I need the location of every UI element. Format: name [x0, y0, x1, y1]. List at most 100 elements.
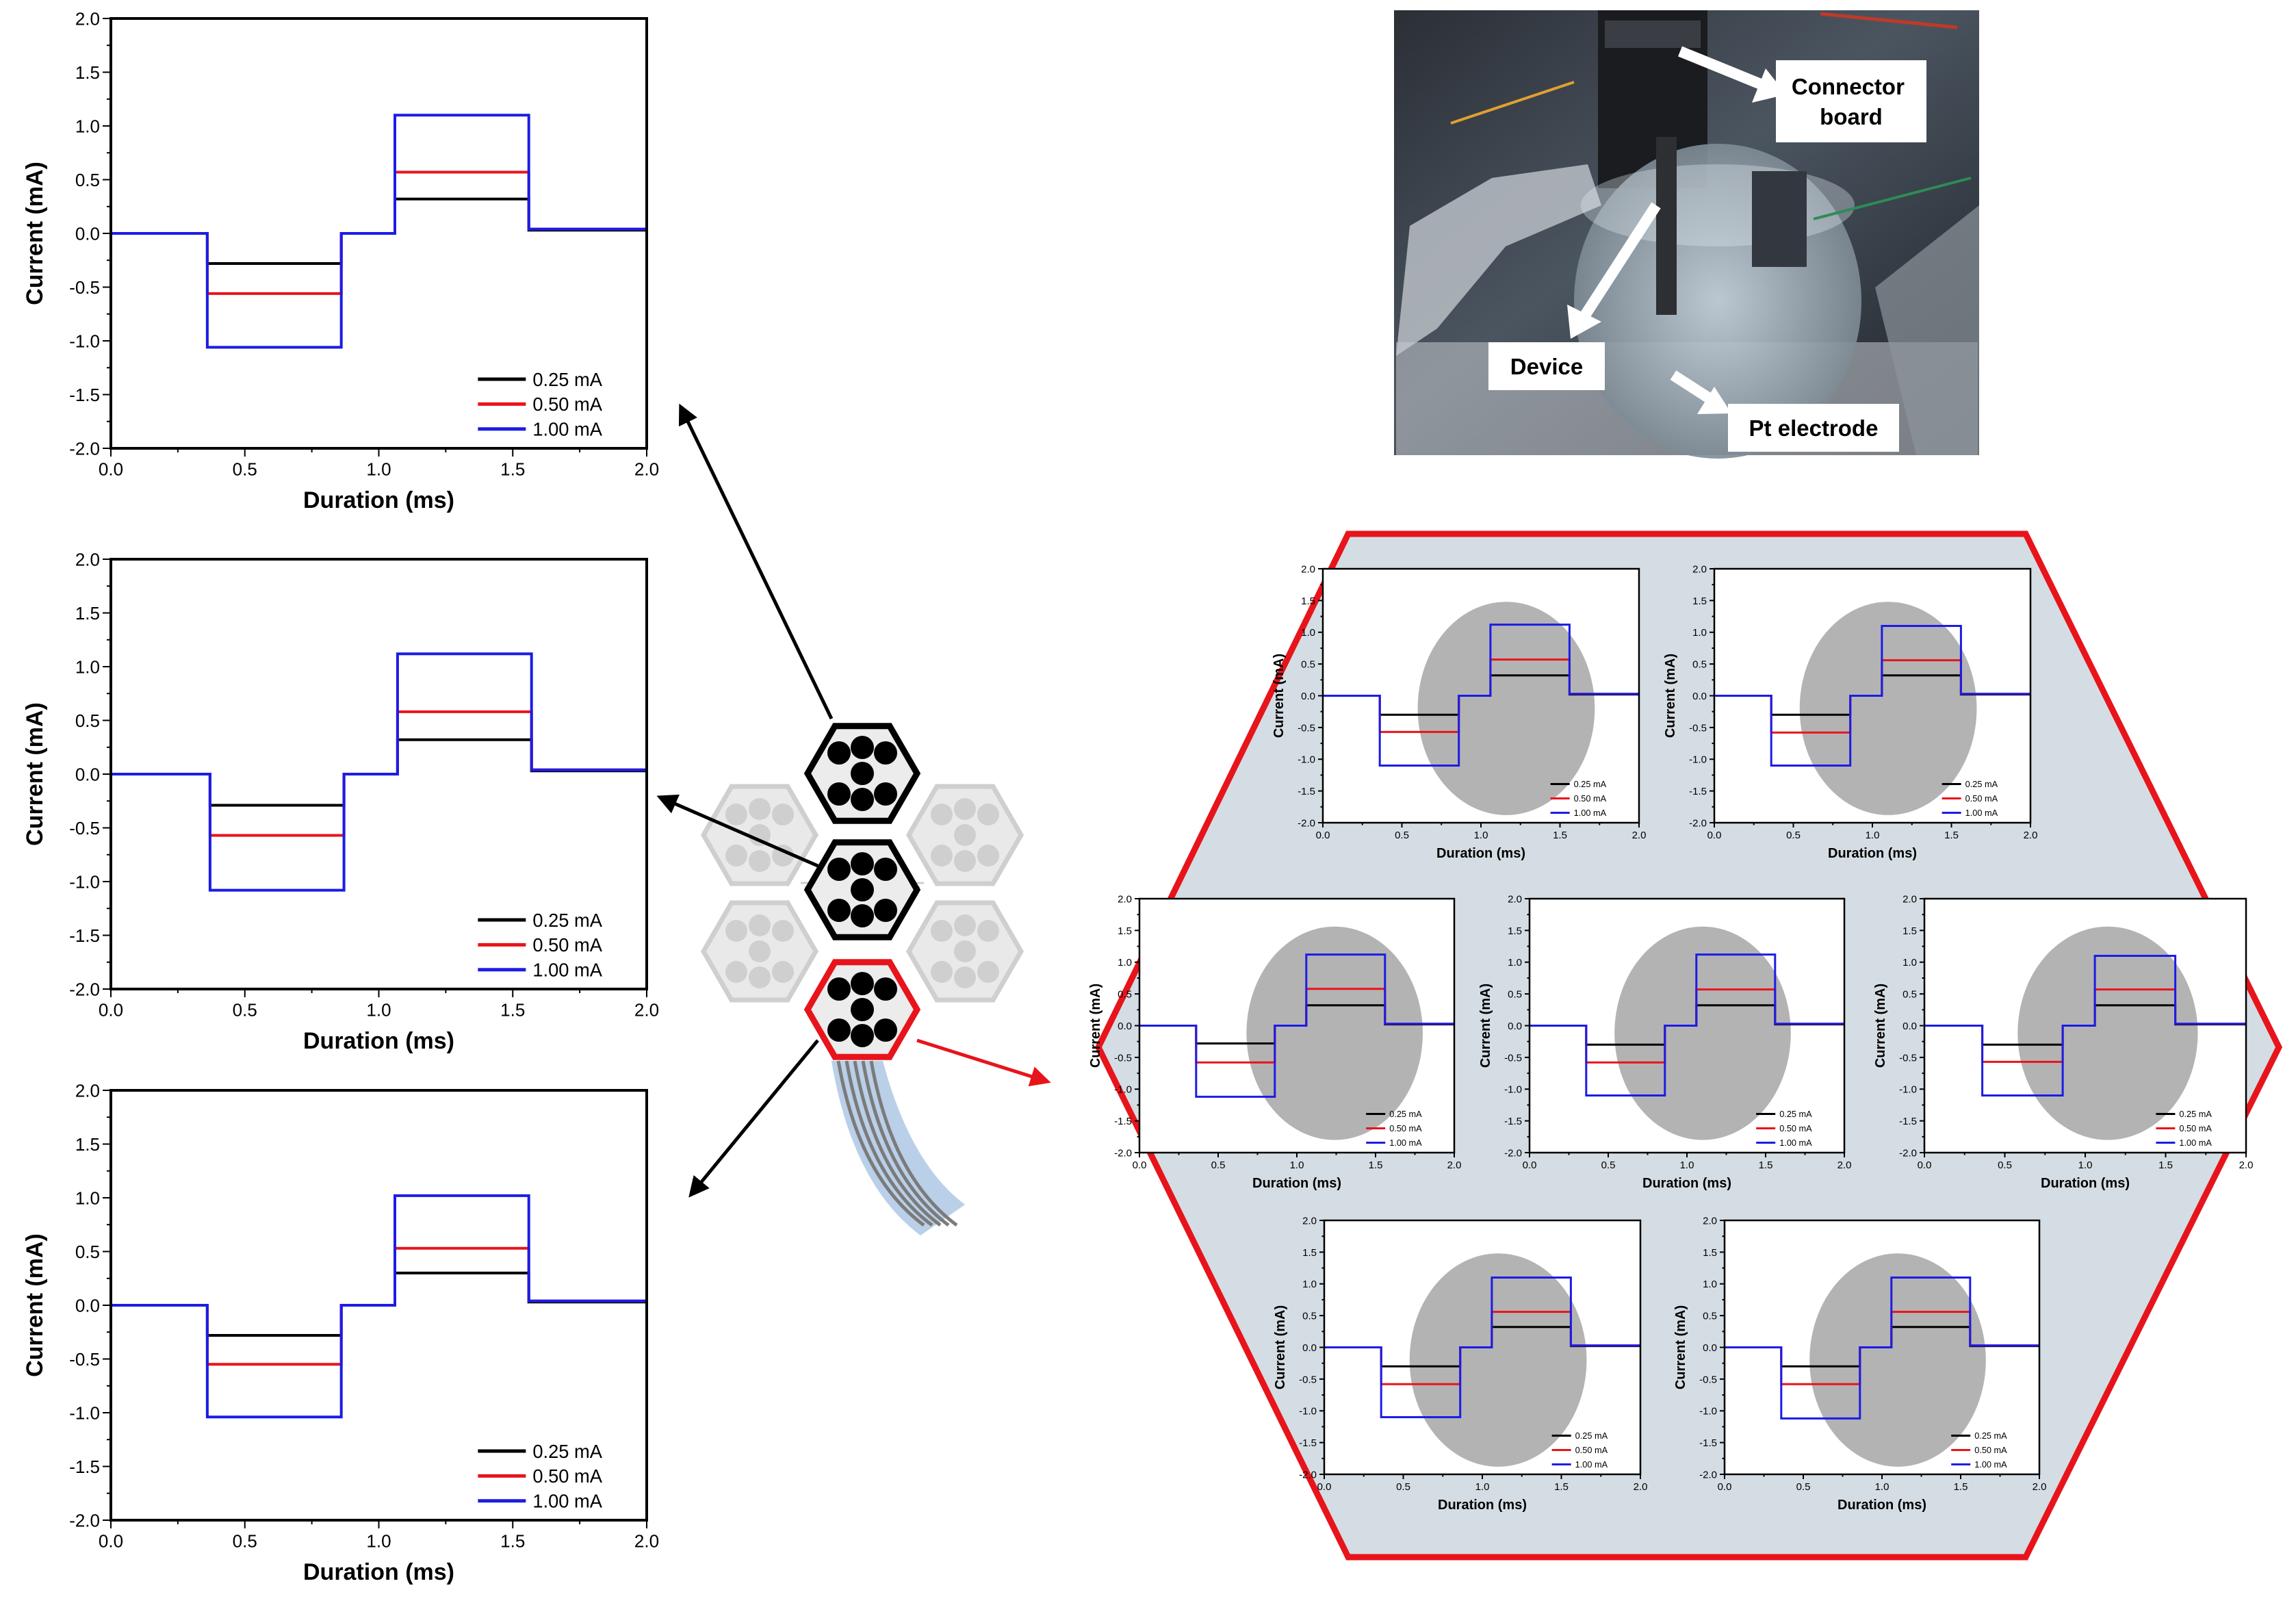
electrode-dot: [749, 824, 771, 846]
y-tick-label: -2.0: [1299, 1469, 1317, 1480]
y-tick-label: 0.0: [1301, 691, 1315, 702]
electrode-dot: [954, 850, 976, 872]
x-tick-label: 0.5: [1396, 1481, 1410, 1493]
legend-label: 0.25 mA: [532, 910, 602, 931]
legend-label: 0.50 mA: [532, 1465, 602, 1487]
arrow-to-bottom-plot: [688, 1039, 819, 1198]
y-tick-label: 1.5: [1692, 595, 1707, 607]
series-line-3: [111, 652, 647, 892]
y-tick-label: -2.0: [1114, 1147, 1132, 1159]
x-tick-label: 1.0: [1866, 830, 1880, 841]
y-tick-label: 2.0: [1301, 563, 1315, 575]
series-line-3: [1924, 955, 2246, 1096]
legend-label: 0.25 mA: [1389, 1109, 1422, 1119]
electrode-dot: [749, 850, 771, 872]
y-tick-label: -1.0: [69, 331, 100, 351]
connector-board-label: Connector board: [1792, 74, 1911, 129]
legend-label: 0.25 mA: [1974, 1431, 2007, 1441]
y-tick-label: 1.5: [1703, 1247, 1717, 1259]
y-tick-label: 2.0: [1118, 893, 1132, 905]
y-axis-label: Current (mA): [1272, 654, 1287, 738]
x-tick-label: 1.5: [1954, 1481, 1968, 1493]
legend-label: 0.25 mA: [1965, 779, 1998, 789]
electrode-dot: [851, 878, 874, 901]
electrode-dot: [772, 920, 794, 942]
y-tick-label: -0.5: [1299, 1374, 1317, 1385]
electrode-dot: [874, 977, 897, 1001]
electrode-dot: [827, 977, 851, 1001]
y-tick-label: 1.0: [1118, 957, 1132, 969]
connector-board-label-box: [1776, 60, 1926, 142]
legend-label: 0.25 mA: [1779, 1109, 1812, 1119]
y-tick-label: 0.5: [1508, 989, 1522, 1001]
x-tick-label: 1.5: [1944, 830, 1959, 841]
y-tick-label: 0.5: [75, 170, 100, 190]
y-tick-label: 0.0: [75, 1295, 100, 1316]
y-axis-label: Current (mA): [1663, 654, 1678, 738]
y-tick-label: 2.0: [1692, 563, 1707, 575]
x-tick-label: 0.5: [1601, 1159, 1616, 1171]
series-line-3: [1714, 625, 2030, 767]
y-tick-label: -0.5: [1689, 722, 1707, 734]
electrode-dot: [749, 798, 771, 820]
x-axis-label: Duration (ms): [303, 487, 454, 513]
series-line-3: [111, 1194, 647, 1419]
y-axis-label: Current (mA): [1088, 984, 1103, 1068]
y-tick-label: 1.0: [1703, 1279, 1717, 1290]
legend-label: 1.00 mA: [1575, 1459, 1608, 1470]
electrode-site-circle: [1409, 1253, 1587, 1467]
legend-label: 0.25 mA: [532, 1441, 602, 1462]
x-tick-label: 0.0: [99, 1530, 123, 1551]
y-axis-label: Current (mA): [22, 702, 48, 846]
x-axis-label: Duration (ms): [1252, 1176, 1341, 1191]
electrode-dot: [725, 961, 747, 983]
x-tick-label: 1.0: [1474, 830, 1488, 841]
x-tick-label: 1.5: [500, 1530, 525, 1551]
y-tick-label: -1.5: [1899, 1116, 1917, 1127]
pt-electrode-label: Pt electrode: [1749, 415, 1879, 441]
legend-label: 1.00 mA: [1965, 808, 1998, 818]
x-tick-label: 1.0: [366, 1530, 391, 1551]
electrode-dot: [977, 845, 999, 867]
y-tick-label: 2.0: [1703, 1215, 1717, 1227]
device-label: Device: [1510, 354, 1583, 379]
x-tick-label: 0.5: [233, 459, 257, 479]
electrode-site-circle: [2017, 926, 2198, 1140]
y-tick-label: -1.5: [69, 1457, 100, 1477]
arrow-to-middle-plot: [656, 794, 818, 868]
y-tick-label: 0.0: [75, 223, 100, 244]
y-tick-label: -1.5: [1114, 1116, 1132, 1127]
legend-label: 0.50 mA: [1779, 1123, 1812, 1133]
y-tick-label: -1.0: [1689, 754, 1707, 766]
y-tick-label: 1.0: [1302, 1279, 1317, 1290]
y-tick-label: -2.0: [1689, 817, 1707, 829]
arrow-to-connector: [1677, 46, 1775, 94]
electrode-dot: [772, 804, 794, 825]
x-tick-label: 0.0: [1317, 1481, 1332, 1493]
y-tick-label: -1.0: [1504, 1084, 1522, 1096]
x-tick-label: 1.5: [500, 999, 525, 1020]
y-tick-label: 0.5: [1692, 659, 1707, 671]
x-tick-label: 0.0: [1523, 1159, 1537, 1171]
y-tick-label: 0.5: [75, 1242, 100, 1262]
y-tick-label: -1.0: [1299, 1406, 1317, 1418]
electrode-dot: [827, 782, 851, 806]
legend-label: 0.25 mA: [532, 369, 602, 390]
y-tick-label: -2.0: [1298, 817, 1315, 829]
x-tick-label: 0.0: [1918, 1159, 1932, 1171]
electrode-site-circle: [1799, 602, 1977, 815]
x-axis-label: Duration (ms): [1642, 1176, 1731, 1191]
electrode-dot: [954, 914, 976, 936]
x-tick-label: 0.5: [1786, 830, 1801, 841]
x-tick-label: 0.5: [1796, 1481, 1811, 1493]
electrode-dot: [851, 904, 874, 927]
electrode-dot: [827, 899, 851, 922]
legend-label: 0.50 mA: [1965, 793, 1998, 804]
y-tick-label: 1.5: [1302, 1247, 1317, 1259]
x-axis-label: Duration (ms): [1436, 846, 1525, 861]
x-tick-label: 0.5: [233, 999, 257, 1020]
